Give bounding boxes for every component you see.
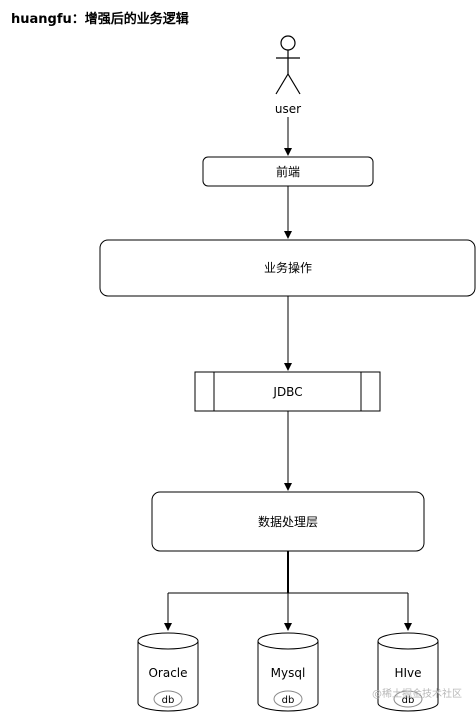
user-actor-icon [275, 35, 301, 95]
database-hive-icon [377, 632, 439, 712]
frontend-label: 前端 [276, 164, 300, 179]
jdbc-label: JDBC [272, 385, 302, 399]
database-hive-label: HIve [394, 666, 421, 680]
database-mysql-tag [273, 690, 303, 708]
database-hive-tag [393, 690, 423, 708]
database-oracle-label: Oracle [148, 666, 187, 680]
database-oracle-icon [137, 632, 199, 712]
watermark: @稀土掘金技术社区 [372, 689, 462, 700]
data-layer-label: 数据处理层 [258, 514, 318, 529]
actor-label: user [275, 102, 301, 116]
business-label: 业务操作 [264, 260, 312, 275]
edge-datalayer-databases [164, 551, 412, 631]
database-oracle-tag [153, 690, 183, 708]
jdbc-box [194, 371, 381, 412]
database-mysql-tag-label: db [282, 695, 295, 706]
database-oracle-tag-label: db [162, 695, 175, 706]
database-mysql-icon [257, 632, 319, 712]
database-hive-tag-label: db [402, 695, 415, 706]
diagram-title: huangfu：增强后的业务逻辑 [11, 12, 189, 27]
database-mysql-label: Mysql [271, 666, 306, 680]
